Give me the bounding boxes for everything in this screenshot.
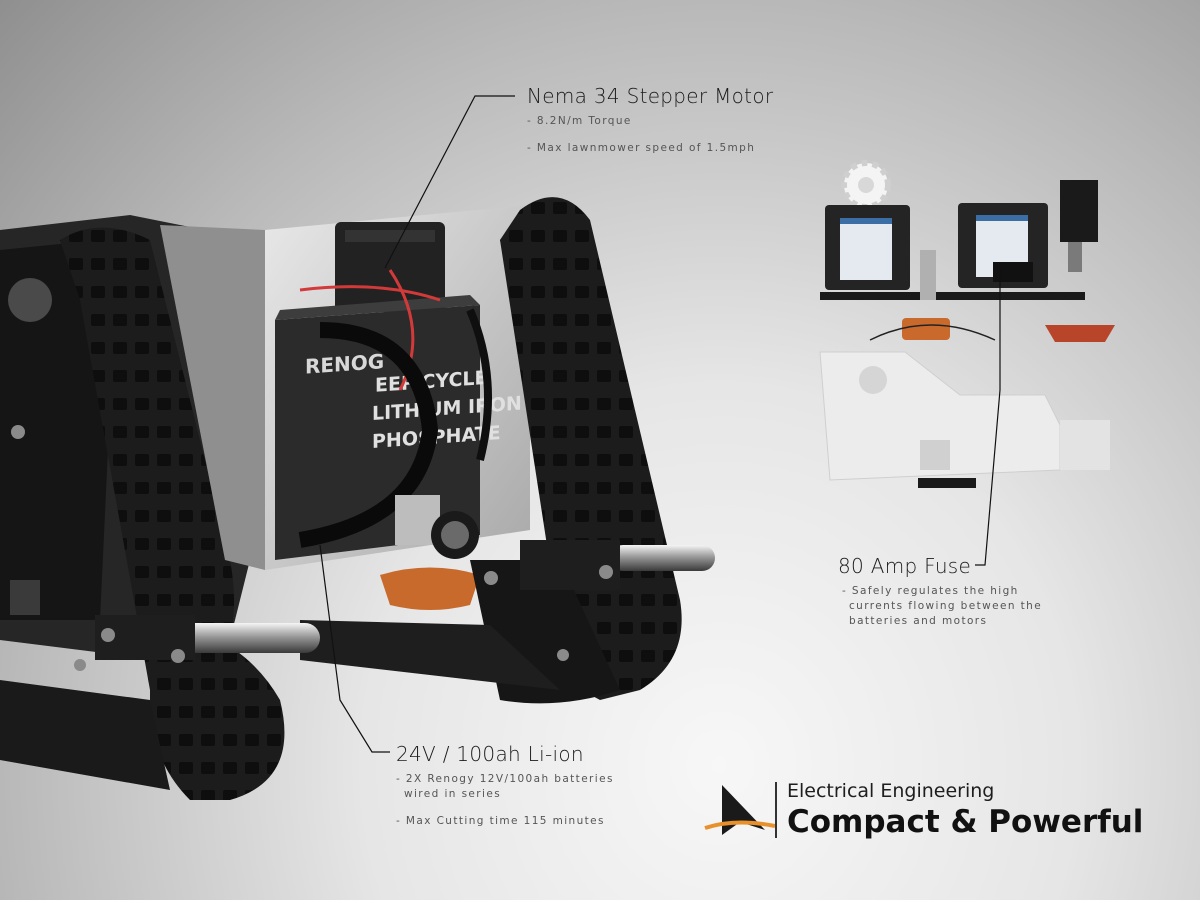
fuse-callout-title: 80 Amp Fuse <box>838 554 972 578</box>
fuse-note-3: batteries and motors <box>849 615 988 627</box>
fuse <box>993 262 1033 282</box>
brand-subtitle: Electrical Engineering <box>787 780 995 802</box>
battery-callout: 24V / 100ah Li-ion - 2X Renogy 12V/100ah… <box>396 742 614 829</box>
motor-callout-title: Nema 34 Stepper Motor <box>527 84 774 108</box>
connector <box>395 495 479 559</box>
battery-note-3: - Max Cutting time 115 minutes <box>396 815 605 827</box>
cables <box>298 269 492 548</box>
left-track <box>0 227 285 800</box>
motor-note-2: - Max lawnmower speed of 1.5mph <box>527 142 756 154</box>
motor-callout: Nema 34 Stepper Motor - 8.2N/m Torque - … <box>527 84 773 156</box>
fuse-callout: 80 Amp Fuse - Safely regulates the high … <box>838 554 1042 629</box>
right-track <box>300 197 682 704</box>
leader-lines <box>319 95 1001 753</box>
brand-headline: Compact & Powerful <box>787 804 1144 840</box>
battery-note-1: - 2X Renogy 12V/100ah batteries <box>396 773 614 785</box>
cutter-hub <box>380 567 480 610</box>
rollers <box>95 540 715 660</box>
small-stepper <box>1060 180 1098 242</box>
battery-note-2: wired in series <box>404 788 502 800</box>
battery-callout-title: 24V / 100ah Li-ion <box>396 742 584 766</box>
brand-divider <box>775 782 777 838</box>
battery-brand-label: RENOG <box>305 349 384 379</box>
bolts <box>11 425 613 671</box>
brand-logo-icon <box>704 785 776 835</box>
fuse-note-1: - Safely regulates the high <box>842 585 1019 597</box>
stepper-motor <box>335 222 445 312</box>
motor-note-1: - 8.2N/m Torque <box>527 115 632 127</box>
fuse-note-2: currents flowing between the <box>849 600 1043 612</box>
branding: Electrical Engineering Compact & Powerfu… <box>720 778 1160 848</box>
exploded-view <box>819 160 1115 488</box>
